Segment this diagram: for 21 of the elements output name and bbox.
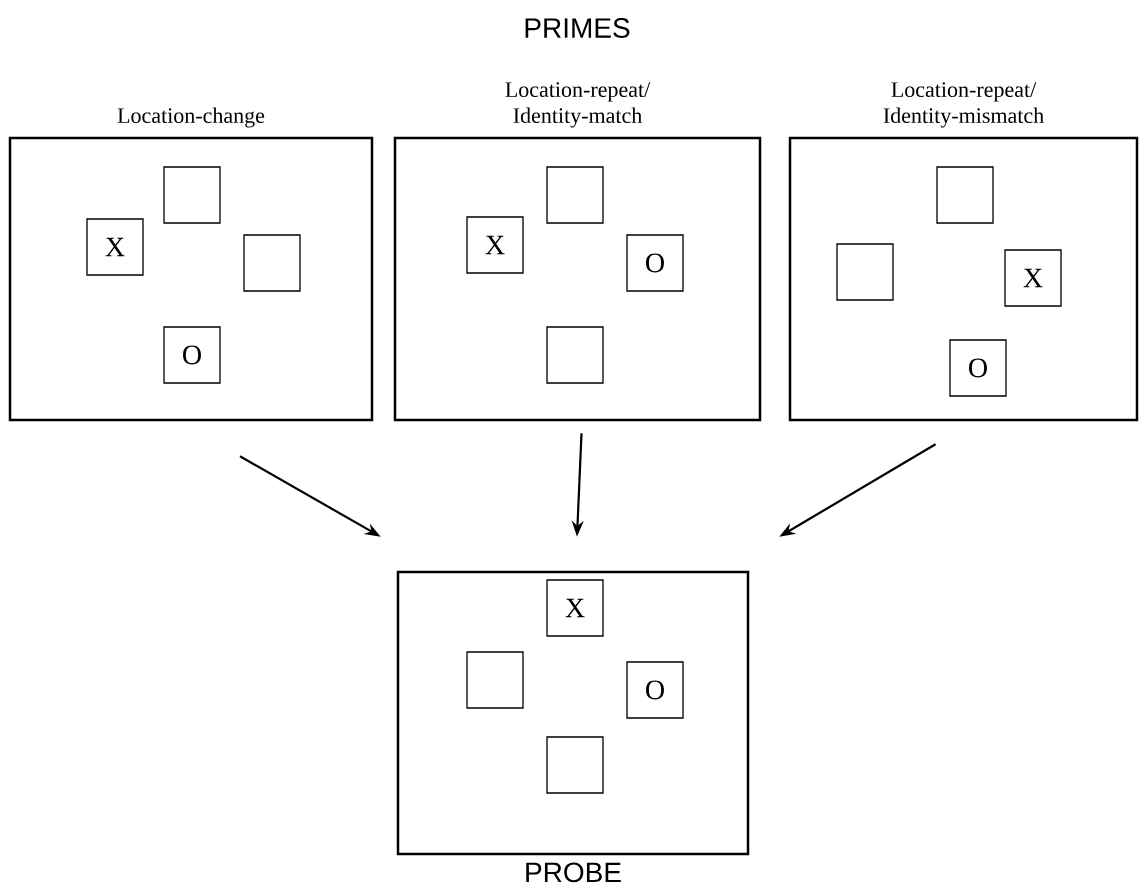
letter-square: X [466, 216, 524, 274]
empty-square [466, 651, 524, 709]
letter-square: O [949, 339, 1007, 397]
empty-square [936, 166, 994, 224]
letter-square: O [626, 661, 684, 719]
panel-heading: PROBE [526, 862, 621, 883]
letter-square: X [1004, 249, 1062, 307]
panel-heading: Location-change [117, 107, 265, 128]
letter-square: O [163, 326, 221, 384]
empty-square [546, 166, 604, 224]
empty-square [243, 234, 301, 292]
empty-square [836, 243, 894, 301]
group-heading: PRIMES [525, 18, 630, 38]
panel-heading: Location-repeat/ Identity-mismatch [883, 82, 1044, 128]
panel-heading: Location-repeat/ Identity-match [505, 82, 651, 128]
empty-square [163, 166, 221, 224]
empty-square [546, 736, 604, 794]
letter-square: O [626, 234, 684, 292]
letter-square: X [86, 218, 144, 276]
empty-square [546, 326, 604, 384]
letter-square: X [546, 579, 604, 637]
